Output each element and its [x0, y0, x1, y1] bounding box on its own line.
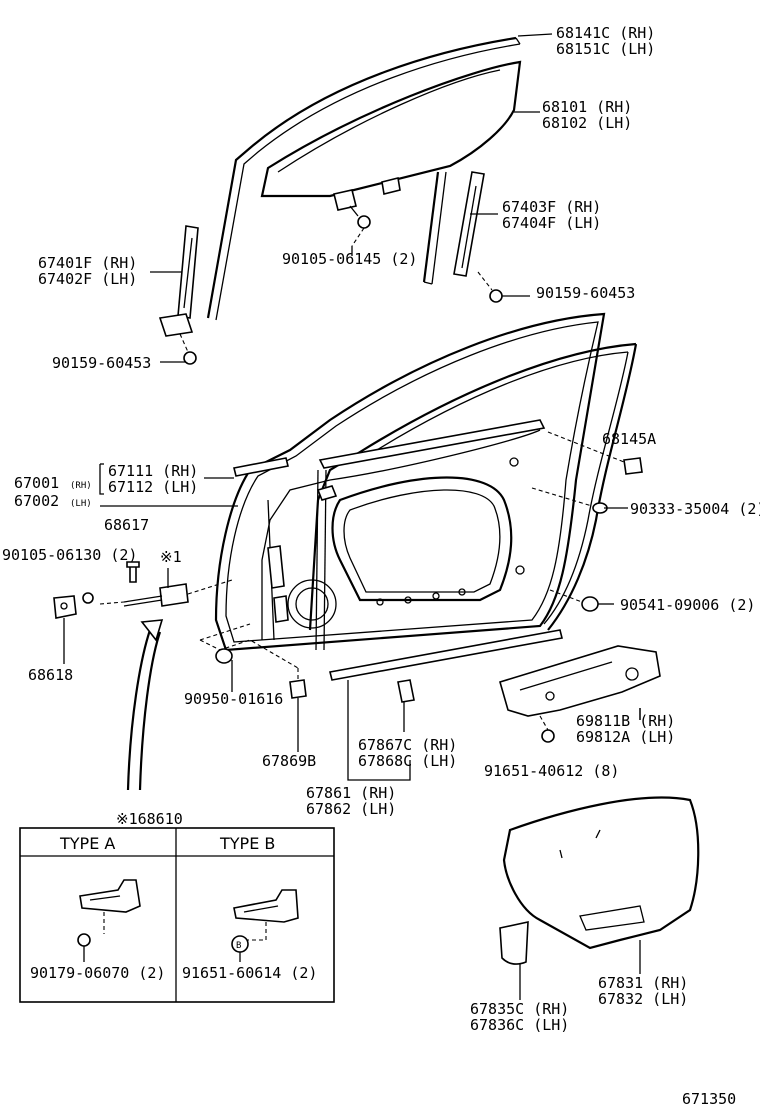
part-labels: 68141C (RH) 68151C (LH) 68101 (RH) 68102… [2, 24, 760, 1108]
service-hole-cover-illustration [499, 796, 700, 1000]
type-inset-box [19, 827, 335, 1003]
label-90159-60453-left: 90159-60453 [52, 354, 151, 372]
label-67402f: 67402F (LH) [38, 270, 137, 288]
label-68145a: 68145A [602, 430, 656, 448]
label-90105-06130: 90105-06130 (2) [2, 546, 137, 564]
label-67404f: 67404F (LH) [502, 214, 601, 232]
label-90333-35004: 90333-35004 (2) [630, 500, 760, 518]
door-panel-illustration [214, 312, 638, 652]
label-68141c: 68141C (RH) [556, 24, 655, 42]
type-a-header: TYPE A [59, 834, 115, 853]
label-91651-40612: 91651-40612 (8) [484, 762, 619, 780]
label-67002: 67002 [14, 492, 59, 510]
label-67112: 67112 (LH) [108, 478, 198, 496]
type-b-badge: B [236, 941, 241, 951]
type-b-header: TYPE B [219, 834, 275, 853]
label-68618: 68618 [28, 666, 73, 684]
label-67869b: 67869B [262, 752, 316, 770]
label-67831: 67831 (RH) [598, 974, 688, 992]
type-b-part-label: 91651-60614 (2) [182, 964, 317, 982]
label-68101: 68101 (RH) [542, 98, 632, 116]
label-67862: 67862 (LH) [306, 800, 396, 818]
inset-labels: TYPE A TYPE B 90179-06070 (2) 91651-6061… [30, 834, 317, 982]
label-67867c: 67867C (RH) [358, 736, 457, 754]
label-67001: 67001 [14, 474, 59, 492]
label-90105-06145: 90105-06145 (2) [282, 250, 417, 268]
label-67868c: 67868C (LH) [358, 752, 457, 770]
label-67836c: 67836C (LH) [470, 1016, 569, 1034]
label-69812a: 69812A (LH) [576, 728, 675, 746]
label-68151c: 68151C (LH) [556, 40, 655, 58]
diagram-number: 671350 [682, 1090, 736, 1108]
label-star1: ※1 [160, 548, 182, 566]
door-glass-run-illustration [158, 36, 522, 365]
label-69811b: 69811B (RH) [576, 712, 675, 730]
label-68610: ※168610 [116, 810, 183, 828]
label-90159-60453-right: 90159-60453 [536, 284, 635, 302]
label-67111: 67111 (RH) [108, 462, 198, 480]
label-67001-rh: (RH) [70, 481, 92, 491]
label-68617: 68617 [104, 516, 149, 534]
label-67832: 67832 (LH) [598, 990, 688, 1008]
small-parts-illustration [53, 33, 661, 791]
label-67861: 67861 (RH) [306, 784, 396, 802]
label-90541-09006: 90541-09006 (2) [620, 596, 755, 614]
label-67002-lh: (LH) [70, 499, 92, 509]
label-67401f: 67401F (RH) [38, 254, 137, 272]
label-90950-01616: 90950-01616 [184, 690, 283, 708]
type-a-part-label: 90179-06070 (2) [30, 964, 165, 982]
label-67835c: 67835C (RH) [470, 1000, 569, 1018]
label-67403f: 67403F (RH) [502, 198, 601, 216]
label-68102: 68102 (LH) [542, 114, 632, 132]
